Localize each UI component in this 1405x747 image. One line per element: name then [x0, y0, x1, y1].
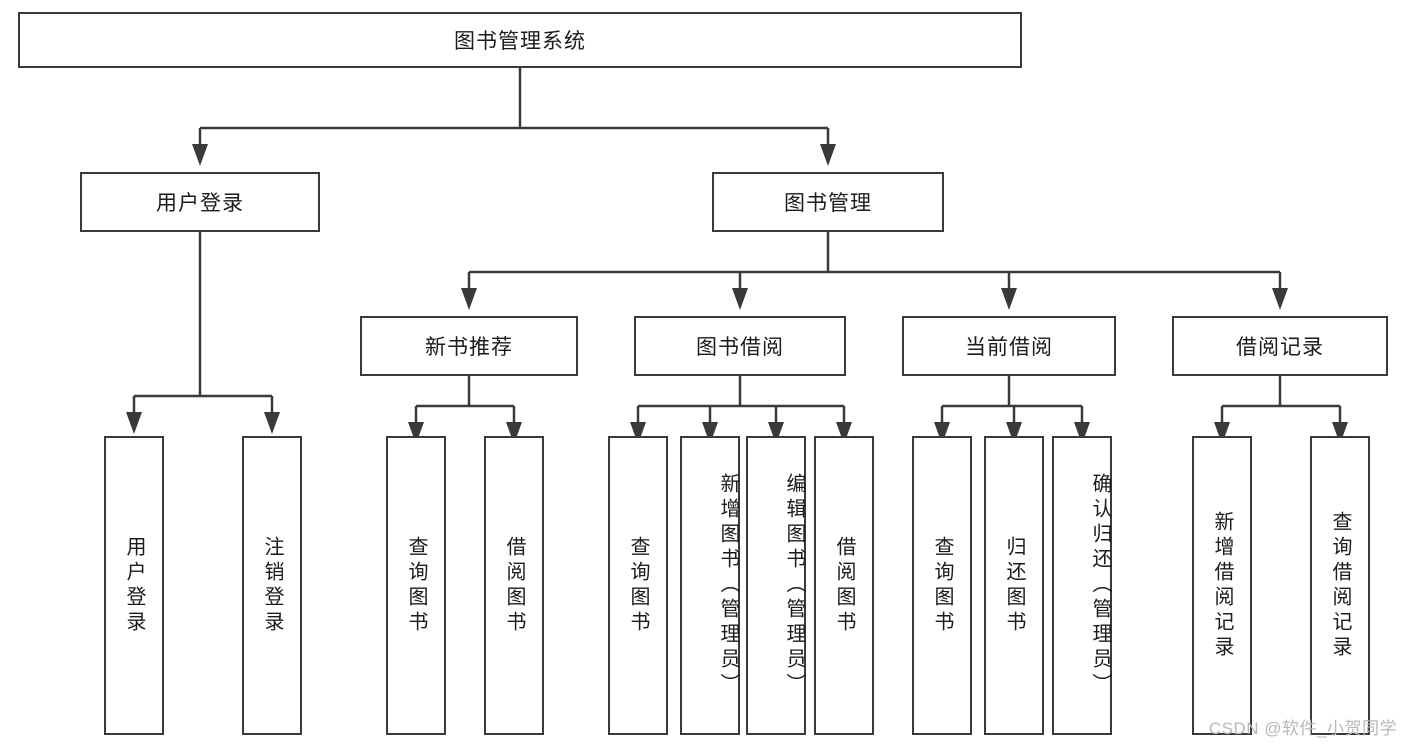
- node-current-borrow[interactable]: 当前借阅: [902, 316, 1116, 376]
- node-label: 归还图书: [1003, 535, 1025, 636]
- arrowhead-user_login_to_leaves-1: [264, 412, 280, 434]
- node-label: 新增图书（管理员）: [717, 473, 739, 698]
- arrowhead-user_login_to_leaves-0: [126, 412, 142, 434]
- node-leaf-query-borrow-record[interactable]: 查询借阅记录: [1310, 436, 1370, 735]
- arrowhead-book_manage_to_level3-3: [1272, 288, 1288, 310]
- arrowhead-book_manage_to_level3-0: [461, 288, 477, 310]
- node-leaf-user-login[interactable]: 用户登录: [104, 436, 164, 735]
- node-leaf-return-book[interactable]: 归还图书: [984, 436, 1044, 735]
- node-label: 编辑图书（管理员）: [783, 473, 805, 698]
- node-user-login[interactable]: 用户登录: [80, 172, 320, 232]
- node-label: 确认归还（管理员）: [1089, 473, 1111, 698]
- node-leaf-confirm-return-admin[interactable]: 确认归还（管理员）: [1052, 436, 1112, 735]
- node-label: 图书管理: [784, 192, 872, 215]
- node-label: 查询借阅记录: [1329, 510, 1351, 661]
- node-label: 查询图书: [931, 535, 953, 636]
- arrowhead-book_manage_to_level3-2: [1001, 288, 1017, 310]
- node-leaf-logout-login[interactable]: 注销登录: [242, 436, 302, 735]
- node-label: 当前借阅: [965, 336, 1053, 359]
- node-root[interactable]: 图书管理系统: [18, 12, 1022, 68]
- node-label: 图书管理系统: [454, 30, 586, 53]
- arrowhead-root_to_level2-1: [820, 144, 836, 166]
- node-leaf-add-book-admin[interactable]: 新增图书（管理员）: [680, 436, 740, 735]
- node-book-borrow[interactable]: 图书借阅: [634, 316, 846, 376]
- node-label: 新增借阅记录: [1211, 510, 1233, 661]
- node-label: 借阅记录: [1236, 336, 1324, 359]
- node-leaf-add-borrow-record[interactable]: 新增借阅记录: [1192, 436, 1252, 735]
- node-book-manage[interactable]: 图书管理: [712, 172, 944, 232]
- node-label: 借阅图书: [833, 535, 855, 636]
- node-leaf-borrow-book-1[interactable]: 借阅图书: [484, 436, 544, 735]
- csdn-watermark: CSDN @软件_小贺同学: [1208, 719, 1397, 738]
- node-leaf-borrow-book-2[interactable]: 借阅图书: [814, 436, 874, 735]
- node-new-book-recommend[interactable]: 新书推荐: [360, 316, 578, 376]
- node-leaf-query-book-2[interactable]: 查询图书: [608, 436, 668, 735]
- node-label: 注销登录: [261, 535, 283, 636]
- node-leaf-query-book-3[interactable]: 查询图书: [912, 436, 972, 735]
- arrowhead-root_to_level2-0: [192, 144, 208, 166]
- node-leaf-edit-book-admin[interactable]: 编辑图书（管理员）: [746, 436, 806, 735]
- node-label: 查询图书: [627, 535, 649, 636]
- node-label: 新书推荐: [425, 336, 513, 359]
- node-label: 用户登录: [123, 535, 145, 636]
- node-label: 用户登录: [156, 192, 244, 215]
- arrowhead-book_manage_to_level3-1: [732, 288, 748, 310]
- node-leaf-query-book-1[interactable]: 查询图书: [386, 436, 446, 735]
- node-label: 图书借阅: [696, 336, 784, 359]
- node-label: 查询图书: [405, 535, 427, 636]
- node-borrow-record[interactable]: 借阅记录: [1172, 316, 1388, 376]
- node-label: 借阅图书: [503, 535, 525, 636]
